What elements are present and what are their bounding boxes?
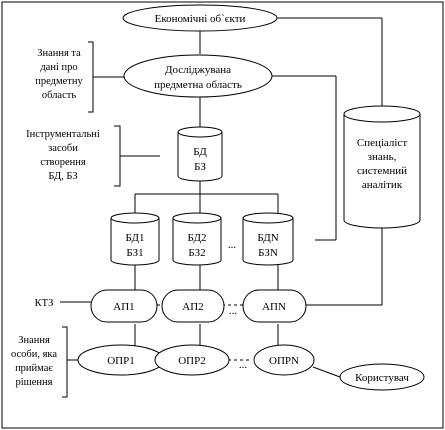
central-kb-label: БЗ bbox=[194, 161, 206, 173]
oprn-label: ОПРN bbox=[269, 355, 299, 367]
opr2-node: ОПР2 bbox=[154, 344, 230, 376]
economic-objects-label: Економічні об`єкти bbox=[155, 13, 246, 25]
economic-objects-node: Економічні об`єкти bbox=[122, 4, 278, 32]
central-db-cylinder: БД БЗ bbox=[177, 126, 223, 182]
specialist-label-line4: аналітик bbox=[362, 179, 403, 191]
dbn-cylinder: БДN БЗN bbox=[242, 212, 294, 266]
user-label: Користувач bbox=[355, 372, 409, 384]
specialist-cylinder: Спеціаліст знань, системний аналітик bbox=[343, 105, 421, 229]
side-brackets bbox=[60, 41, 160, 398]
specialist-label-line1: Спеціаліст bbox=[357, 137, 407, 149]
db2-cylinder: БД2 БЗ2 bbox=[172, 212, 222, 266]
decision-maker-label-line4: рішення bbox=[16, 377, 53, 388]
db-ellipsis: ... bbox=[228, 239, 237, 251]
oprn-node: ОПРN bbox=[253, 344, 315, 376]
opr1-label: ОПР1 bbox=[107, 355, 135, 367]
dbn-label: БДN bbox=[257, 232, 278, 244]
knowledge-label-line3: предметну bbox=[35, 76, 83, 87]
tools-label-line3: створення bbox=[40, 157, 86, 168]
kb1-label: БЗ1 bbox=[126, 247, 143, 259]
tools-label-line2: засоби bbox=[48, 143, 78, 154]
db2-label: БД2 bbox=[188, 232, 207, 244]
knowledge-label-line2: дані про bbox=[40, 62, 77, 73]
tools-label-line4: БД, БЗ bbox=[48, 171, 77, 182]
apn-label: АПN bbox=[262, 301, 286, 313]
ktz-label: КТЗ bbox=[35, 298, 54, 309]
tools-label-line1: Інструментальні bbox=[26, 129, 100, 140]
opr2-label: ОПР2 bbox=[178, 355, 206, 367]
knowledge-label: Знання та дані про предметну область bbox=[35, 48, 83, 101]
ap-ellipsis: ... bbox=[229, 305, 238, 317]
domain-label-line2: предметна область bbox=[154, 79, 242, 91]
opr1-node: ОПР1 bbox=[77, 344, 165, 376]
db1-cylinder: БД1 БЗ1 bbox=[110, 212, 160, 266]
user-node: Користувач bbox=[339, 363, 425, 391]
central-db-label: БД bbox=[193, 146, 207, 158]
kbn-label: БЗN bbox=[258, 247, 278, 259]
specialist-label-line2: знань, bbox=[368, 151, 397, 163]
decision-maker-label-line1: Знання bbox=[18, 335, 50, 346]
kb2-label: БЗ2 bbox=[188, 247, 205, 259]
decision-maker-label-line3: приймає bbox=[15, 363, 53, 374]
ap1-label: АП1 bbox=[113, 301, 134, 313]
knowledge-label-line4: область bbox=[42, 90, 76, 101]
connectors bbox=[134, 17, 383, 378]
knowledge-label-line1: Знання та bbox=[37, 48, 81, 59]
opr-ellipsis: ... bbox=[239, 359, 248, 371]
ap2-node: АП2 bbox=[161, 289, 225, 323]
tools-label: Інструментальні засоби створення БД, БЗ bbox=[26, 129, 100, 182]
decision-maker-label-line2: особи, яка bbox=[11, 349, 57, 360]
db1-label: БД1 bbox=[126, 232, 145, 244]
specialist-label-line3: системний bbox=[357, 165, 407, 177]
ap2-label: АП2 bbox=[182, 301, 203, 313]
domain-node: Досліджувана предметна область bbox=[123, 54, 273, 98]
apn-node: АПN bbox=[242, 289, 307, 323]
ap1-node: АП1 bbox=[90, 289, 158, 323]
decision-maker-label: Знання особи, яка приймає рішення bbox=[11, 335, 57, 388]
domain-label-line1: Досліджувана bbox=[165, 64, 231, 76]
